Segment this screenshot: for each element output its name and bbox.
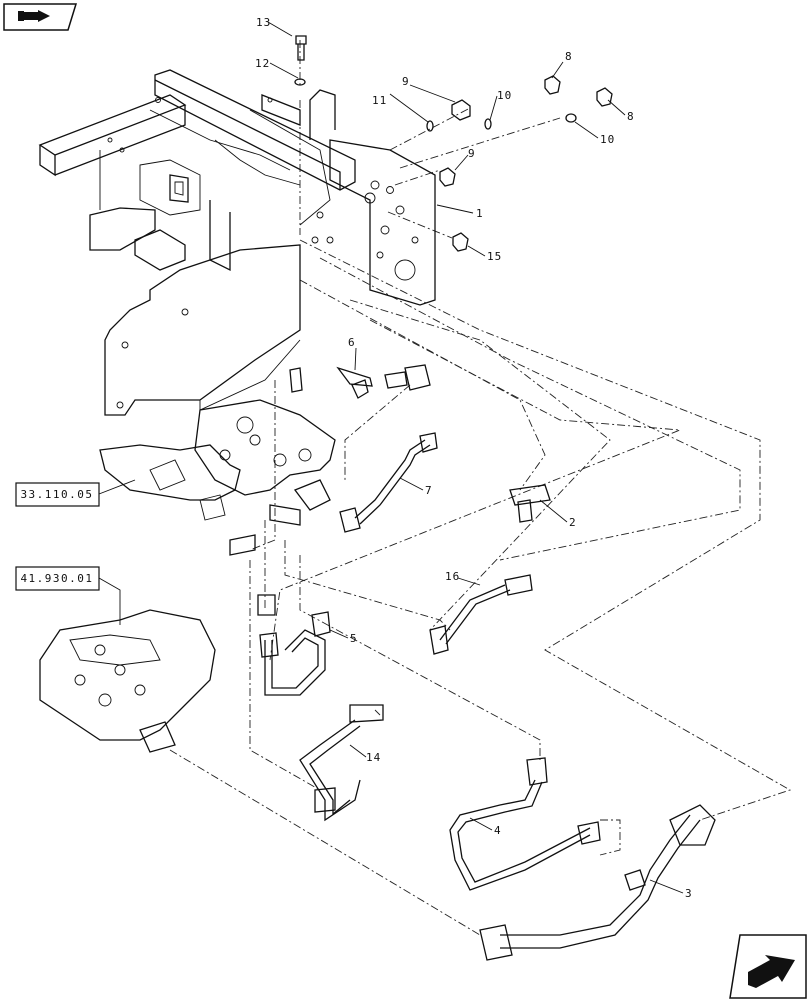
callout-3: 3 — [685, 887, 693, 900]
callout-numbers: 13 12 11 9 10 8 8 10 9 1 15 6 7 2 16 5 1… — [255, 16, 693, 900]
reference-code: 33.110.05 — [20, 488, 93, 501]
routing-lines — [169, 40, 792, 936]
callout-9b: 9 — [468, 147, 476, 160]
callout-7: 7 — [425, 484, 433, 497]
tube-14 — [299, 704, 384, 822]
callout-leaders — [267, 21, 684, 894]
callout-6: 6 — [348, 336, 356, 349]
callout-15: 15 — [487, 250, 502, 263]
tube-4 — [449, 757, 601, 891]
tube-7 — [339, 432, 438, 533]
hardware — [294, 35, 613, 252]
callout-5: 5 — [350, 632, 358, 645]
reference-box-2[interactable]: 41.930.01 — [15, 566, 121, 625]
tube-5 — [259, 611, 331, 696]
callout-12: 12 — [255, 57, 270, 70]
mounting-bracket — [38, 69, 436, 416]
callout-2: 2 — [569, 516, 577, 529]
callout-10a: 10 — [497, 89, 512, 102]
callout-9a: 9 — [402, 75, 410, 88]
tube-16 — [429, 574, 533, 655]
callout-8a: 8 — [565, 50, 573, 63]
fitting-6 — [336, 364, 431, 399]
back-nav-button[interactable] — [3, 3, 78, 31]
valve-block — [39, 609, 216, 753]
callout-10b: 10 — [600, 133, 615, 146]
callout-13: 13 — [256, 16, 271, 29]
callout-1: 1 — [476, 207, 484, 220]
reference-box-1[interactable]: 33.110.05 — [15, 479, 136, 507]
reference-code: 41.930.01 — [20, 572, 93, 585]
callout-4: 4 — [494, 824, 502, 837]
arrow-forward-icon — [748, 955, 795, 988]
next-nav-button[interactable] — [729, 934, 807, 999]
callout-16: 16 — [445, 570, 460, 583]
callout-14: 14 — [366, 751, 381, 764]
tee-fitting-2 — [509, 484, 551, 523]
tube-3 — [479, 804, 716, 961]
hand-pointer-icon — [18, 10, 50, 22]
callout-8b: 8 — [627, 110, 635, 123]
control-valve — [99, 367, 336, 616]
callout-11: 11 — [372, 94, 387, 107]
